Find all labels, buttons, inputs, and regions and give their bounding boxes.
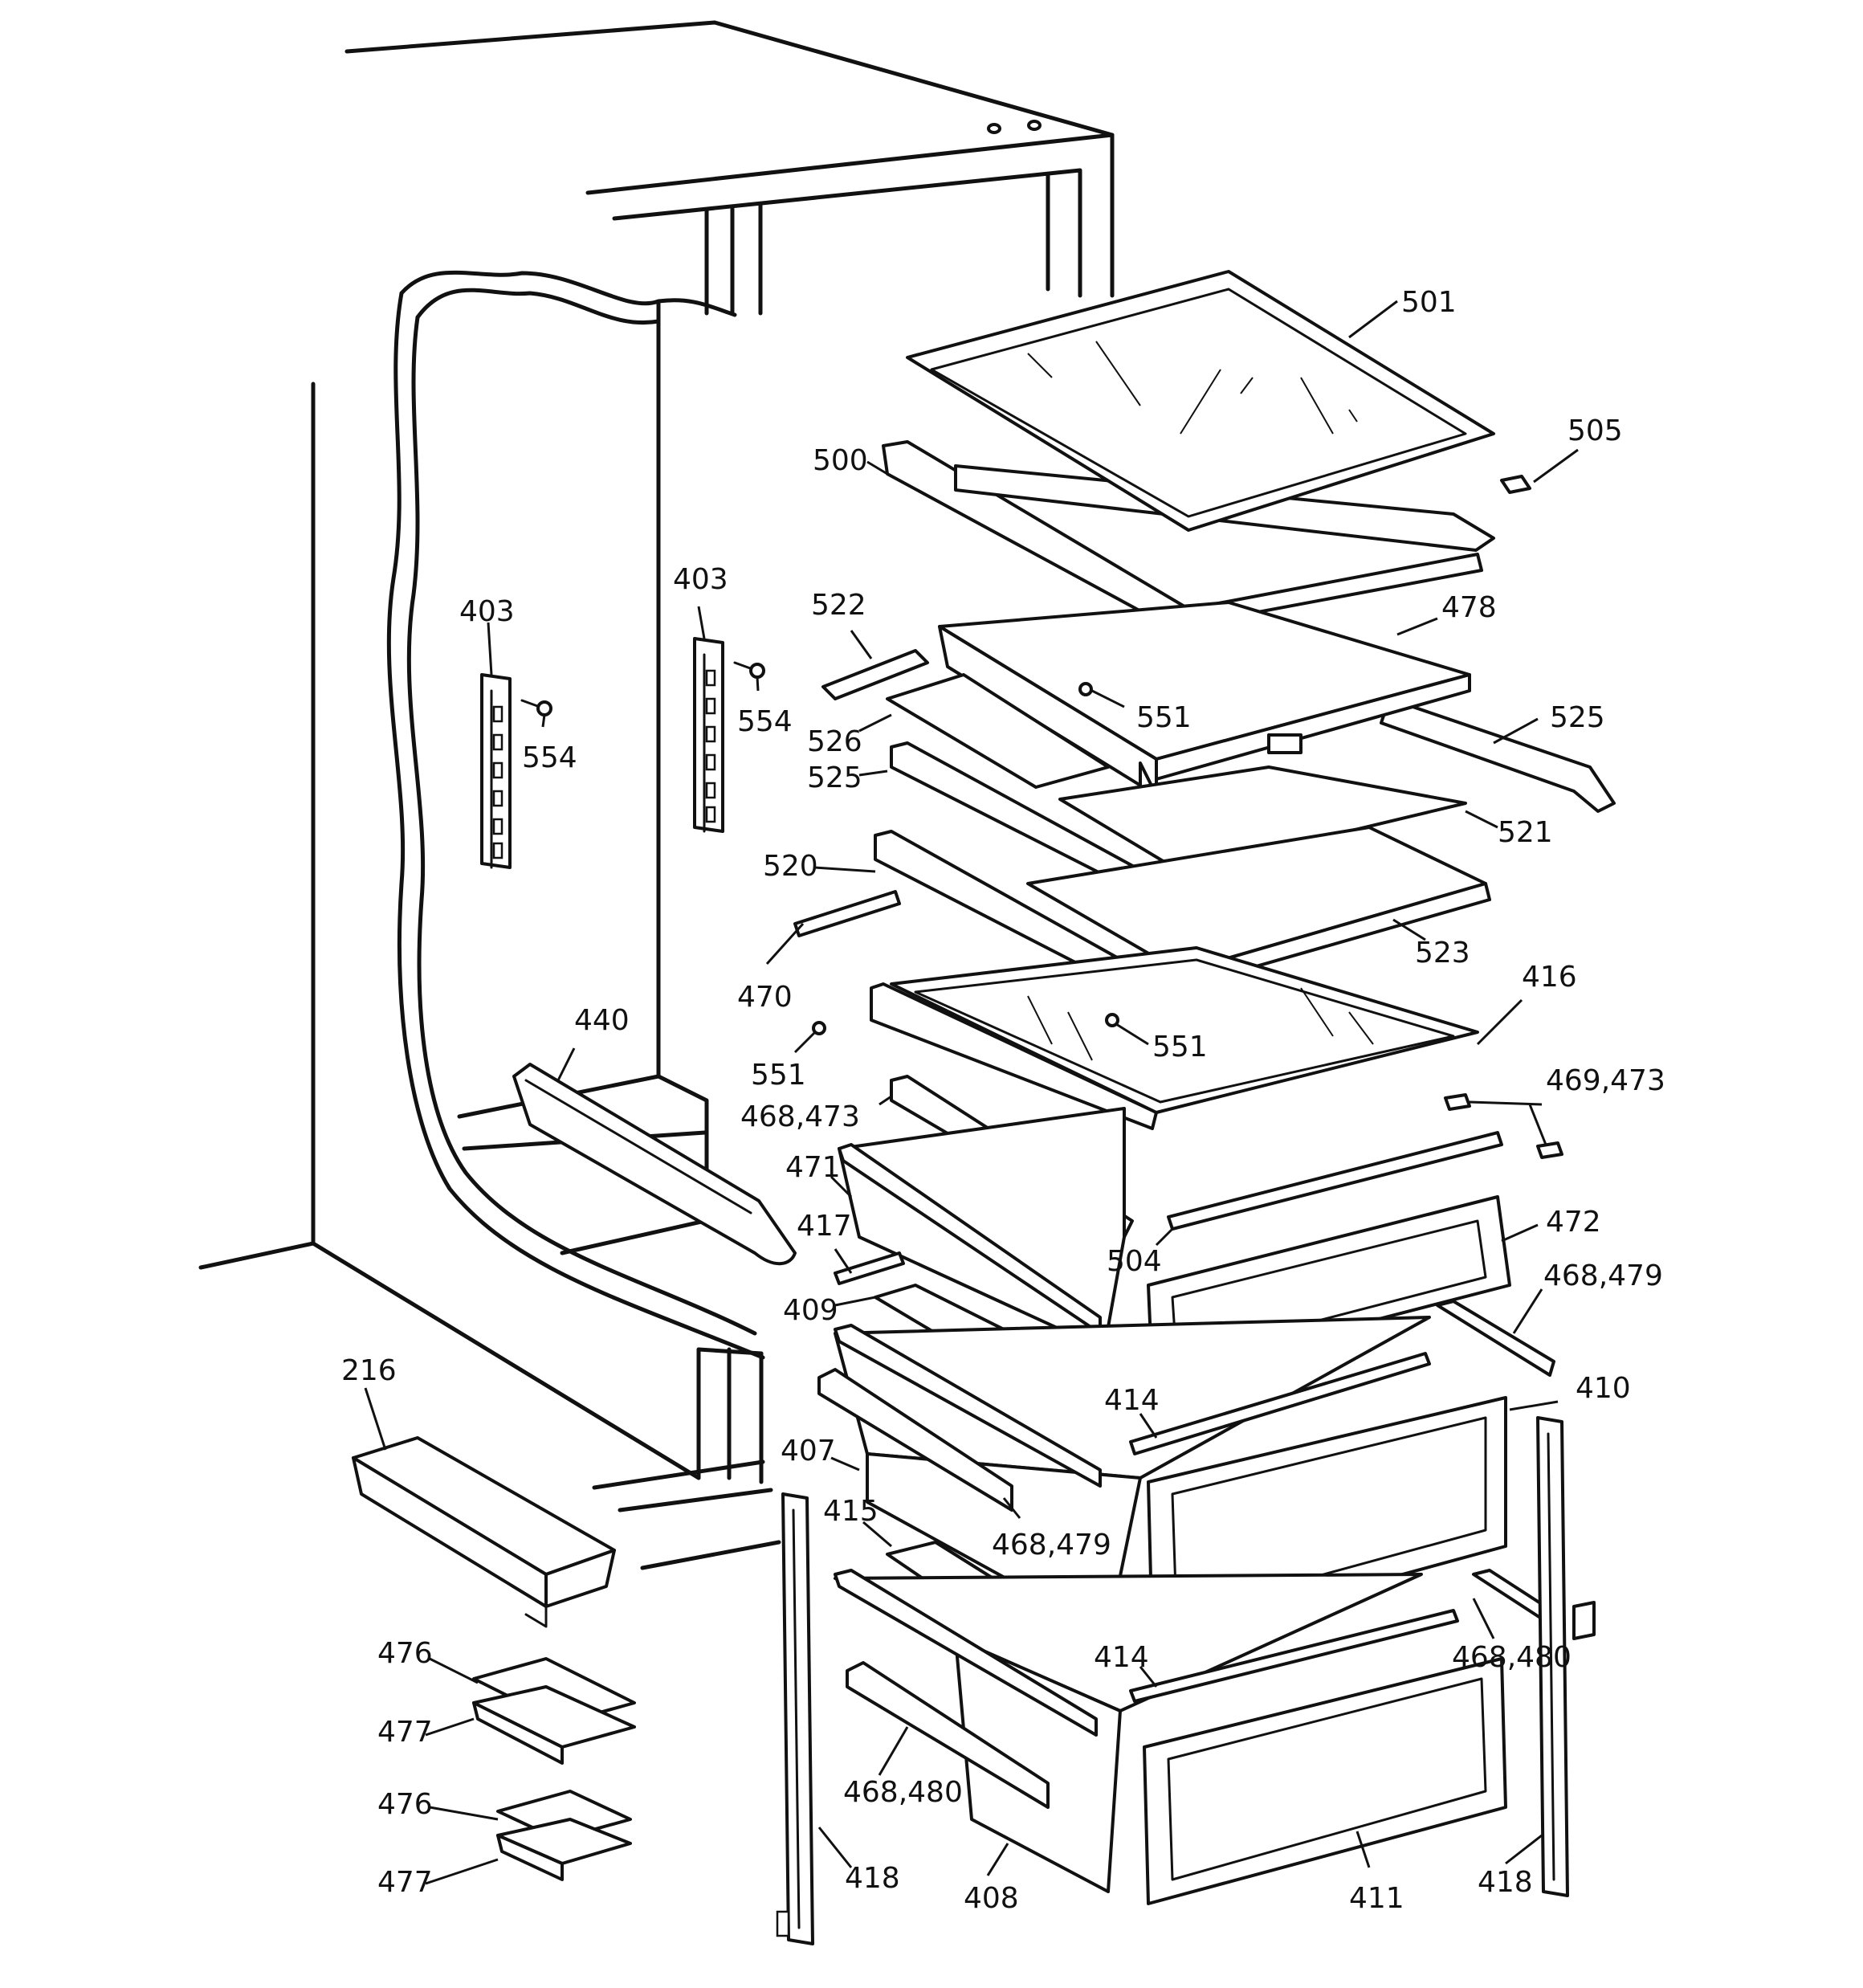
label-520: 520 — [763, 850, 818, 883]
label-501: 501 — [1401, 286, 1457, 319]
part-labels: 501 505 500 403 403 554 554 522 478 551 … — [341, 286, 1665, 1915]
bracket-470 — [793, 890, 901, 937]
screw-551-lower — [812, 1021, 826, 1035]
screw-554-right — [733, 661, 765, 679]
crisper-471 — [838, 1107, 1126, 1351]
label-551-lower: 551 — [751, 1059, 806, 1092]
insert-526 — [886, 673, 1110, 789]
label-410: 410 — [1576, 1372, 1631, 1405]
screw-551-upper — [1078, 682, 1093, 696]
label-471: 471 — [785, 1151, 841, 1184]
label-477-lower: 477 — [377, 1866, 433, 1899]
label-468-479-upper: 468,479 — [1543, 1259, 1663, 1292]
label-403-right: 403 — [673, 563, 728, 596]
label-440: 440 — [574, 1004, 630, 1037]
label-414-upper: 414 — [1104, 1384, 1160, 1417]
slide-out-shelf-478 — [938, 601, 1471, 809]
leader-lines — [364, 300, 1579, 1885]
label-469-473: 469,473 — [1546, 1064, 1665, 1097]
label-414-lower: 414 — [1094, 1641, 1149, 1674]
label-551-middle: 551 — [1152, 1031, 1208, 1063]
label-468-480-upper: 468,480 — [1452, 1641, 1572, 1674]
label-216: 216 — [341, 1354, 397, 1387]
label-522: 522 — [811, 589, 866, 622]
rail-414-upper — [1129, 1352, 1431, 1455]
door-bin-216 — [352, 1436, 616, 1628]
glass-insert-521 — [1058, 765, 1467, 873]
label-417: 417 — [797, 1210, 852, 1243]
label-416: 416 — [1522, 961, 1577, 994]
label-526: 526 — [807, 725, 862, 758]
clip-505 — [1500, 475, 1531, 494]
label-411: 411 — [1349, 1882, 1404, 1915]
label-525-left: 525 — [807, 761, 862, 794]
drawer-408 — [834, 1569, 1423, 1893]
shelf-523 — [1026, 826, 1491, 990]
label-468-479-lower: 468,479 — [992, 1529, 1111, 1561]
drawer-front-411 — [1143, 1657, 1507, 1905]
shelf-rail-403-left — [480, 673, 512, 869]
dish-477-lower — [496, 1818, 632, 1881]
label-468-473: 468,473 — [740, 1100, 860, 1133]
label-470: 470 — [737, 981, 793, 1014]
label-521: 521 — [1498, 816, 1553, 849]
shelf-416 — [870, 946, 1479, 1130]
label-468-480-lower: 468,480 — [843, 1776, 963, 1809]
clip-469-473 — [1444, 1093, 1563, 1159]
label-418-right: 418 — [1478, 1866, 1533, 1899]
label-554-left: 554 — [522, 741, 577, 774]
label-472: 472 — [1546, 1206, 1601, 1239]
glass-shelf-501 — [906, 270, 1495, 532]
label-409: 409 — [783, 1294, 838, 1327]
label-476-lower: 476 — [377, 1788, 433, 1821]
label-554-right: 554 — [737, 705, 793, 738]
dish-477-upper — [472, 1685, 636, 1765]
screw-551-middle — [1105, 1013, 1119, 1027]
label-418-left: 418 — [845, 1862, 900, 1895]
label-415: 415 — [823, 1495, 879, 1528]
label-551-upper: 551 — [1136, 701, 1192, 734]
label-504: 504 — [1107, 1245, 1162, 1278]
label-476-upper: 476 — [377, 1637, 433, 1670]
side-rail-418-left — [776, 1492, 814, 1945]
rail-504 — [1167, 1131, 1503, 1231]
label-500: 500 — [813, 444, 868, 477]
label-478: 478 — [1441, 591, 1497, 624]
label-505: 505 — [1567, 414, 1623, 447]
label-408: 408 — [964, 1882, 1019, 1915]
slide-468-480-lower — [846, 1661, 1050, 1809]
side-rail-418-right — [1536, 1416, 1569, 1897]
shelf-rail-403-right — [693, 637, 724, 833]
label-523: 523 — [1415, 937, 1470, 970]
rail-522 — [821, 649, 929, 700]
label-525-right: 525 — [1550, 701, 1605, 734]
slide-rail-525 — [1380, 697, 1616, 813]
label-407: 407 — [781, 1435, 836, 1468]
label-403-left: 403 — [459, 595, 515, 628]
screw-554-left — [520, 699, 552, 716]
rail-417 — [834, 1251, 905, 1285]
cover-440 — [512, 1063, 797, 1266]
slide-468-480-upper — [1472, 1569, 1596, 1640]
slide-468-479-lower — [817, 1368, 1013, 1512]
rail-414-lower — [1129, 1609, 1459, 1703]
label-477-upper: 477 — [377, 1716, 433, 1749]
slide-468-479-upper — [1436, 1300, 1555, 1377]
